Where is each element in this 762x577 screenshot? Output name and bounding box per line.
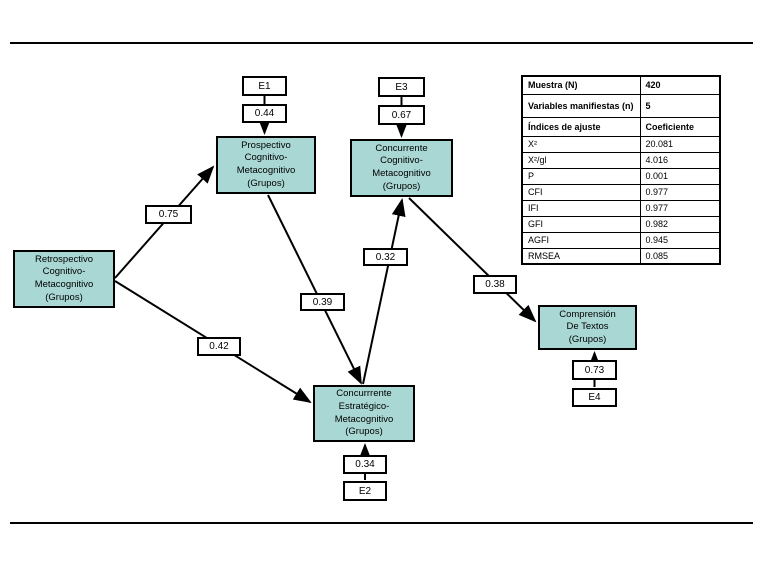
bottom-rule: [10, 522, 753, 524]
coefficient-estrategico-to-concurrente-cognitivo: 0.32: [363, 248, 408, 266]
table-row: RMSEA 0.085: [521, 247, 721, 265]
table-cell-value: 0.085: [639, 247, 721, 265]
edge-concurrente-cognitivo-to-comprension: [408, 197, 537, 323]
coefficient-retro-to-prospectivo: 0.75: [145, 205, 192, 224]
coefficient-e3-to-concurrente-cognitivo: 0.67: [378, 105, 425, 125]
coefficient-concurrente-cognitivo-to-comprension: 0.38: [473, 275, 517, 294]
edge-prospectivo-to-estrategico: [267, 194, 362, 385]
edge-estrategico-to-concurrente-cognitivo: [362, 198, 406, 385]
table-cell-value: 0.945: [639, 231, 721, 249]
table-row: X² 20.081: [521, 135, 721, 153]
table-cell-value: 0.977: [639, 183, 721, 201]
table-cell-label: Muestra (N): [521, 75, 641, 95]
node-concurrente-estrategico: Concurrrente Estratégico- Metacognitivo …: [313, 385, 415, 442]
error-term-e3: E3: [378, 77, 425, 97]
table-cell-label: X²/gl: [521, 151, 641, 169]
table-row: X²/gl 4.016: [521, 151, 721, 169]
coefficient-e1-to-prospectivo: 0.44: [242, 104, 287, 123]
table-cell-label: CFI: [521, 183, 641, 201]
table-cell-label: GFI: [521, 215, 641, 233]
table-cell-value: Coeficiente: [639, 116, 721, 137]
table-row: Variables manifiestas (n) 5: [521, 93, 721, 118]
coefficient-e4-to-comprension: 0.73: [572, 360, 617, 380]
table-cell-value: 0.001: [639, 167, 721, 185]
table-cell-value: 0.982: [639, 215, 721, 233]
coefficient-e2-to-estrategico: 0.34: [343, 455, 387, 474]
table-row: Índices de ajuste Coeficiente: [521, 116, 721, 137]
table-cell-label: AGFI: [521, 231, 641, 249]
error-term-e2: E2: [343, 481, 387, 501]
node-comprension-textos: Comprensión De Textos (Grupos): [538, 305, 637, 350]
table-row: CFI 0.977: [521, 183, 721, 201]
coefficient-retro-to-estrategico: 0.42: [197, 337, 241, 356]
table-cell-label: RMSEA: [521, 247, 641, 265]
table-cell-label: IFI: [521, 199, 641, 217]
fit-indices-table: Muestra (N) 420 Variables manifiestas (n…: [521, 75, 721, 265]
table-cell-value: 420: [639, 75, 721, 95]
error-term-e4: E4: [572, 388, 617, 407]
table-row: IFI 0.977: [521, 199, 721, 217]
table-cell-label: Variables manifiestas (n): [521, 93, 641, 118]
node-concurrente-cognitivo: Concurrente Cognitivo- Metacognitivo (Gr…: [350, 139, 453, 197]
table-row: Muestra (N) 420: [521, 75, 721, 95]
node-retrospectivo: Retrospectivo Cognitivo- Metacognitivo (…: [13, 250, 115, 308]
table-cell-value: 0.977: [639, 199, 721, 217]
table-cell-value: 20.081: [639, 135, 721, 153]
error-term-e1: E1: [242, 76, 287, 96]
table-cell-label: Índices de ajuste: [521, 116, 641, 137]
table-cell-value: 5: [639, 93, 721, 118]
top-rule: [10, 42, 753, 44]
table-row: AGFI 0.945: [521, 231, 721, 249]
table-cell-label: X²: [521, 135, 641, 153]
table-cell-label: P: [521, 167, 641, 185]
node-prospectivo: Prospectivo Cognitivo- Metacognitivo (Gr…: [216, 136, 316, 194]
table-row: P 0.001: [521, 167, 721, 185]
coefficient-prospectivo-to-estrategico: 0.39: [300, 293, 345, 311]
table-row: GFI 0.982: [521, 215, 721, 233]
table-cell-value: 4.016: [639, 151, 721, 169]
